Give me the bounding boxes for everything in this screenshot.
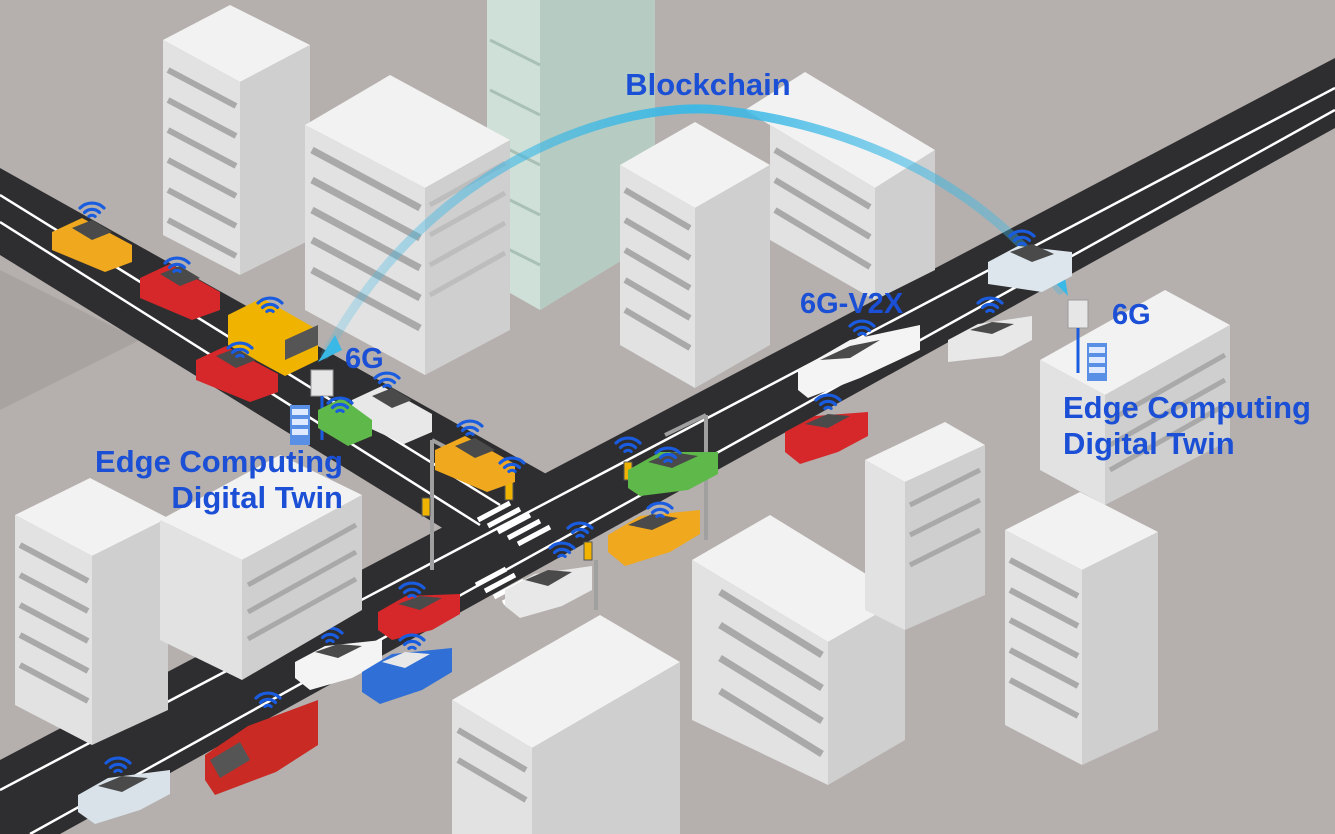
car-icon [140, 264, 220, 320]
car-icon [318, 398, 372, 446]
building-center-right [620, 122, 770, 388]
digital-twin-label-left: Digital Twin [171, 480, 343, 515]
van-icon [228, 298, 318, 376]
car-icon [352, 386, 432, 444]
blockchain-arc [320, 104, 1065, 360]
crosswalk-upper [476, 500, 552, 547]
vehicles [52, 218, 1072, 824]
car-icon [988, 244, 1072, 292]
building-glass-tower [487, 0, 655, 310]
edge-computing-label-left: Edge Computing [95, 444, 343, 479]
car-icon [785, 412, 868, 464]
building-top-left [163, 5, 310, 275]
car-icon [948, 316, 1032, 362]
six-g-label-left: 6G [345, 343, 384, 375]
lane-mark-main-1 [0, 86, 1335, 792]
digital-twin-label-right: Digital Twin [1063, 426, 1235, 461]
car-icon [52, 218, 132, 272]
car-icon [196, 346, 278, 402]
six-g-label-right: 6G [1112, 299, 1151, 331]
edge-server-icon [1087, 343, 1107, 381]
car-icon [505, 566, 592, 618]
building-center-left [305, 75, 510, 375]
car-icon [78, 770, 170, 824]
blockchain-label: Blockchain [625, 67, 790, 102]
car-icon [608, 510, 700, 566]
building-left-edge-computing [160, 455, 362, 680]
car-icon [378, 594, 460, 640]
edge-server-icon [290, 405, 310, 445]
edge-computing-label-right: Edge Computing [1063, 390, 1311, 425]
building-front-left [15, 478, 168, 745]
building-front-right-tall [865, 422, 985, 630]
arc-arrowhead-left [318, 335, 342, 362]
building-front-far-right [1005, 492, 1158, 765]
car-icon [295, 640, 382, 690]
van-icon [205, 700, 318, 795]
building-front-mid [692, 515, 905, 785]
car-icon [435, 436, 515, 492]
v2x-label: 6G-V2X [800, 288, 904, 320]
ground-shadow [0, 270, 140, 410]
car-icon [798, 325, 920, 398]
building-front-center [452, 615, 680, 834]
cell-tower-icon [1067, 299, 1089, 373]
car-icon [628, 452, 718, 496]
car-icon [362, 648, 452, 704]
